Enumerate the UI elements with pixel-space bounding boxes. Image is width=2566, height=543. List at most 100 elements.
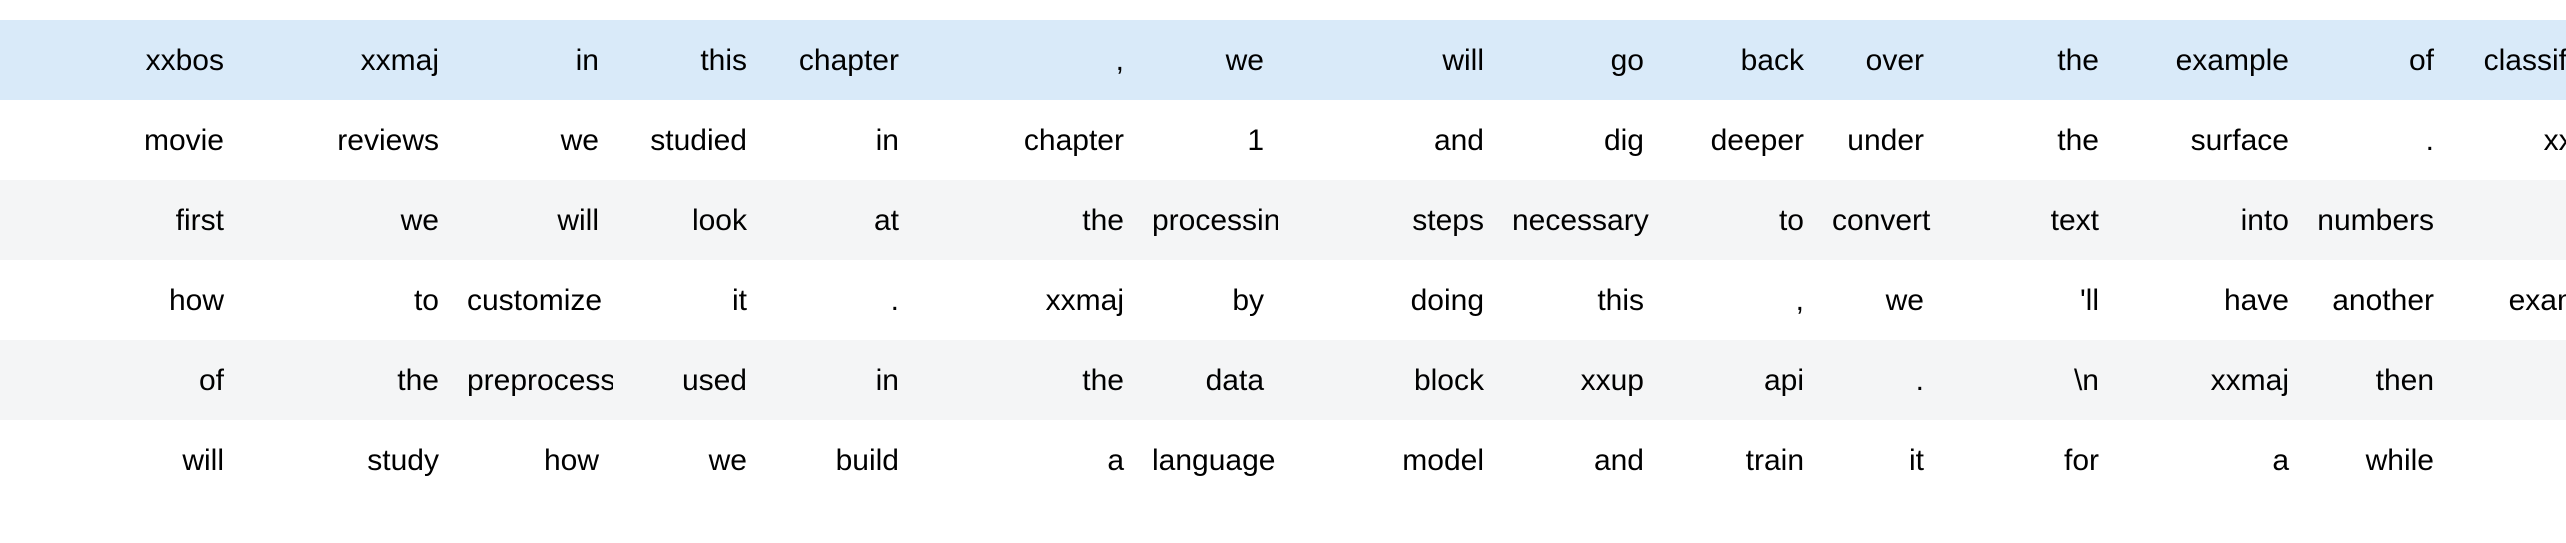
token-table-body: xxbos xxmaj in this chapter, we will go back over… — [0, 20, 2566, 500]
token-cell: in — [575, 43, 599, 77]
token-cell: convert — [1832, 203, 1931, 237]
token-cell: it — [732, 283, 747, 317]
token-cell: xxup — [1580, 363, 1644, 397]
token-cell: steps — [1412, 203, 1484, 237]
token-cell: this — [700, 43, 747, 77]
token-cell: api — [1763, 363, 1804, 397]
token-cell: the — [1082, 203, 1124, 237]
token-cell: into — [2240, 203, 2289, 237]
token-cell: doing — [1410, 283, 1484, 317]
token-cell: , — [1795, 283, 1804, 317]
token-cell: example — [2175, 43, 2289, 77]
token-cell: how — [168, 283, 224, 317]
token-cell: . — [890, 283, 899, 317]
token-cell: necessary — [1512, 203, 1649, 237]
token-cell: chapter — [798, 43, 899, 77]
token-cell: dig — [1603, 123, 1644, 157]
token-cell: used — [681, 363, 747, 397]
token-cell: . — [1915, 363, 1924, 397]
token-cell: block — [1413, 363, 1484, 397]
token-cell: have — [2223, 283, 2289, 317]
token-cell: xxmaj — [2543, 123, 2566, 157]
table-row[interactable]: xxbos xxmaj in this chapter, we will go back over… — [0, 20, 2566, 100]
token-cell: and — [2448, 180, 2566, 260]
token-cell: the — [2057, 123, 2099, 157]
token-cell: . — [2448, 420, 2566, 500]
token-cell: will — [557, 203, 599, 237]
token-cell: train — [1745, 443, 1804, 477]
token-cell: 'll — [2079, 283, 2099, 317]
token-cell: in — [875, 123, 899, 157]
token-cell: and — [1593, 443, 1644, 477]
token-cell: . — [2425, 123, 2434, 157]
token-cell: \n — [2073, 363, 2099, 397]
token-cell: a — [2272, 443, 2289, 477]
table-row[interactable]: ofthepreprocessorusedinthedatablockxxupa… — [0, 340, 2566, 420]
token-cell: studied — [650, 123, 747, 157]
token-cell: build — [835, 443, 899, 477]
token-cell: example — [2508, 283, 2566, 317]
token-cell: deeper — [1710, 123, 1804, 157]
token-cell: we — [1885, 283, 1924, 317]
token-cell: to — [1778, 203, 1804, 237]
token-cell: of — [2408, 43, 2434, 77]
token-cell: will — [1442, 43, 1484, 77]
table-row[interactable]: how to customize it. xxmaj by doing this, we 'll h… — [0, 260, 2566, 340]
token-cell: xxmaj — [1045, 283, 1124, 317]
token-cell: go — [1610, 43, 1644, 77]
token-cell: xxmaj — [2210, 363, 2289, 397]
token-cell: surface — [2190, 123, 2289, 157]
token-cell: by — [1232, 283, 1264, 317]
token-cell: we — [400, 203, 439, 237]
table-row[interactable]: first we will look at the processing steps neces… — [0, 180, 2566, 260]
token-cell: study — [367, 443, 439, 477]
row-index-cell — [0, 100, 108, 180]
token-cell: movie — [143, 123, 224, 157]
token-cell: xxmaj — [360, 43, 439, 77]
token-cell: to — [413, 283, 439, 317]
token-cell: it — [1909, 443, 1924, 477]
token-cell: preprocessor — [467, 363, 613, 397]
token-cell: reviews — [337, 123, 439, 157]
token-cell: we — [560, 123, 599, 157]
token-cell: the — [2057, 43, 2099, 77]
token-cell: at — [873, 203, 899, 237]
token-cell: we — [1225, 43, 1264, 77]
token-cell: while — [2365, 443, 2434, 477]
token-cell: language — [1152, 443, 1276, 477]
token-cell: how — [543, 443, 599, 477]
token-cell: another — [2332, 283, 2434, 317]
token-cell: we — [2448, 340, 2566, 420]
token-cell: look — [691, 203, 747, 237]
row-index-cell — [0, 180, 108, 260]
token-cell: customize — [467, 283, 603, 317]
token-cell: processing — [1152, 203, 1278, 237]
token-cell: , — [1115, 43, 1124, 77]
token-cell: data — [1205, 363, 1264, 397]
row-index-cell — [0, 20, 108, 100]
token-cell: this — [1597, 283, 1644, 317]
token-cell: under — [1847, 123, 1924, 157]
token-cell: over — [1865, 43, 1924, 77]
token-cell: back — [1740, 43, 1804, 77]
token-table: xxbos xxmaj in this chapter, we will go back over… — [0, 20, 2566, 500]
token-cell: text — [2050, 203, 2099, 237]
row-index-cell — [0, 420, 108, 500]
row-index-cell — [0, 260, 108, 340]
token-cell: xxbos — [145, 43, 224, 77]
token-cell: a — [1107, 443, 1124, 477]
token-cell: 1 — [1247, 123, 1264, 157]
token-cell: numbers — [2317, 203, 2434, 237]
token-cell: first — [175, 203, 224, 237]
token-cell: the — [1082, 363, 1124, 397]
row-index-cell — [0, 340, 108, 420]
token-cell: in — [875, 363, 899, 397]
token-cell: the — [397, 363, 439, 397]
token-cell: then — [2375, 363, 2434, 397]
token-cell: chapter — [1023, 123, 1124, 157]
token-cell: will — [182, 443, 224, 477]
token-cell: model — [1402, 443, 1484, 477]
